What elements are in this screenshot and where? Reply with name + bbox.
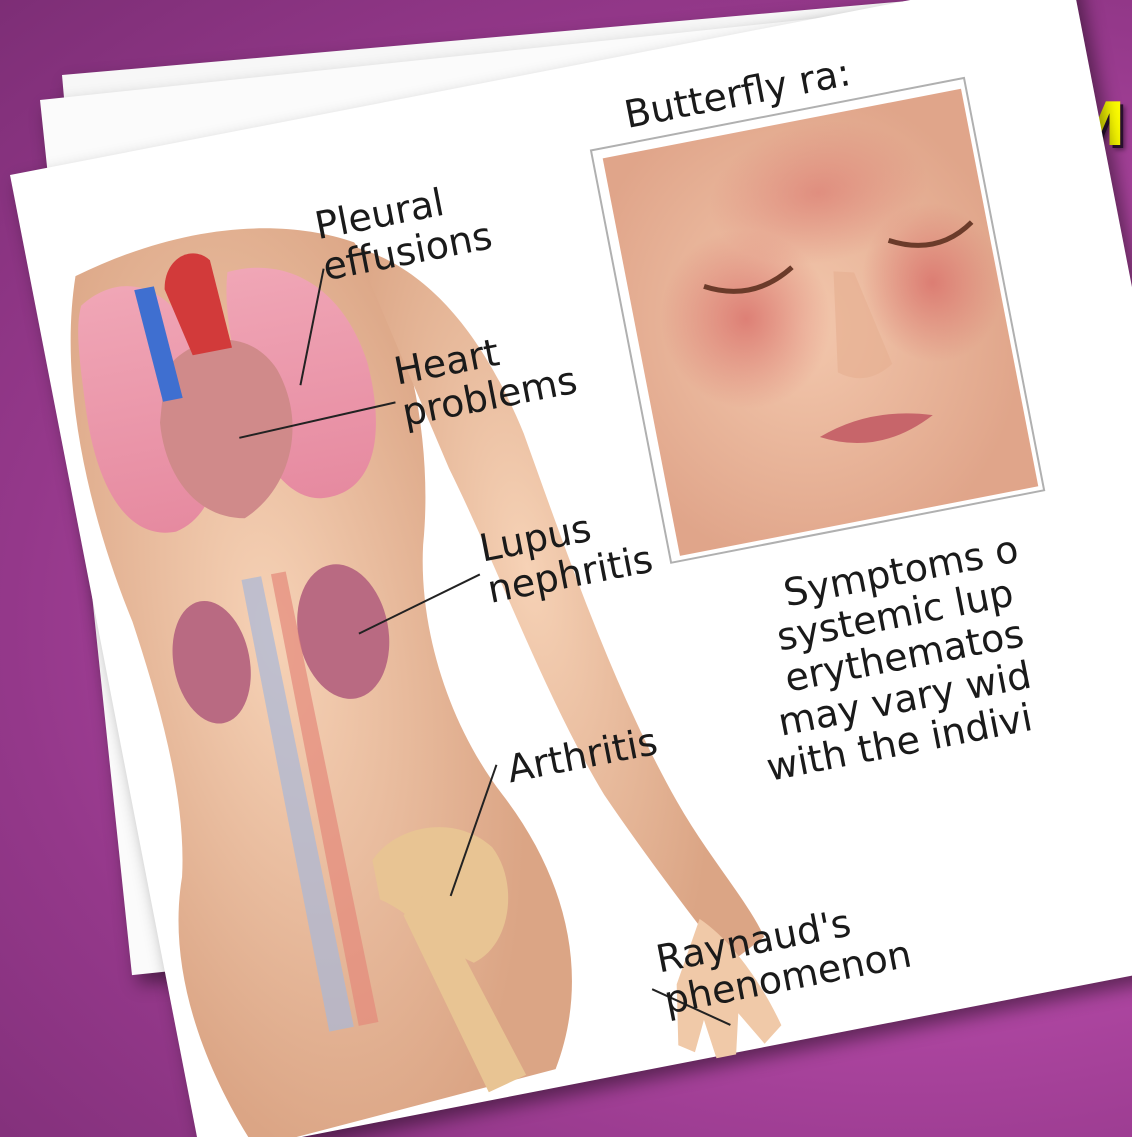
caption-block: Symptoms o systemic lup erythematos may … [731,527,1054,790]
butterfly-rash-inset: Butterfly ra: [581,29,1044,563]
